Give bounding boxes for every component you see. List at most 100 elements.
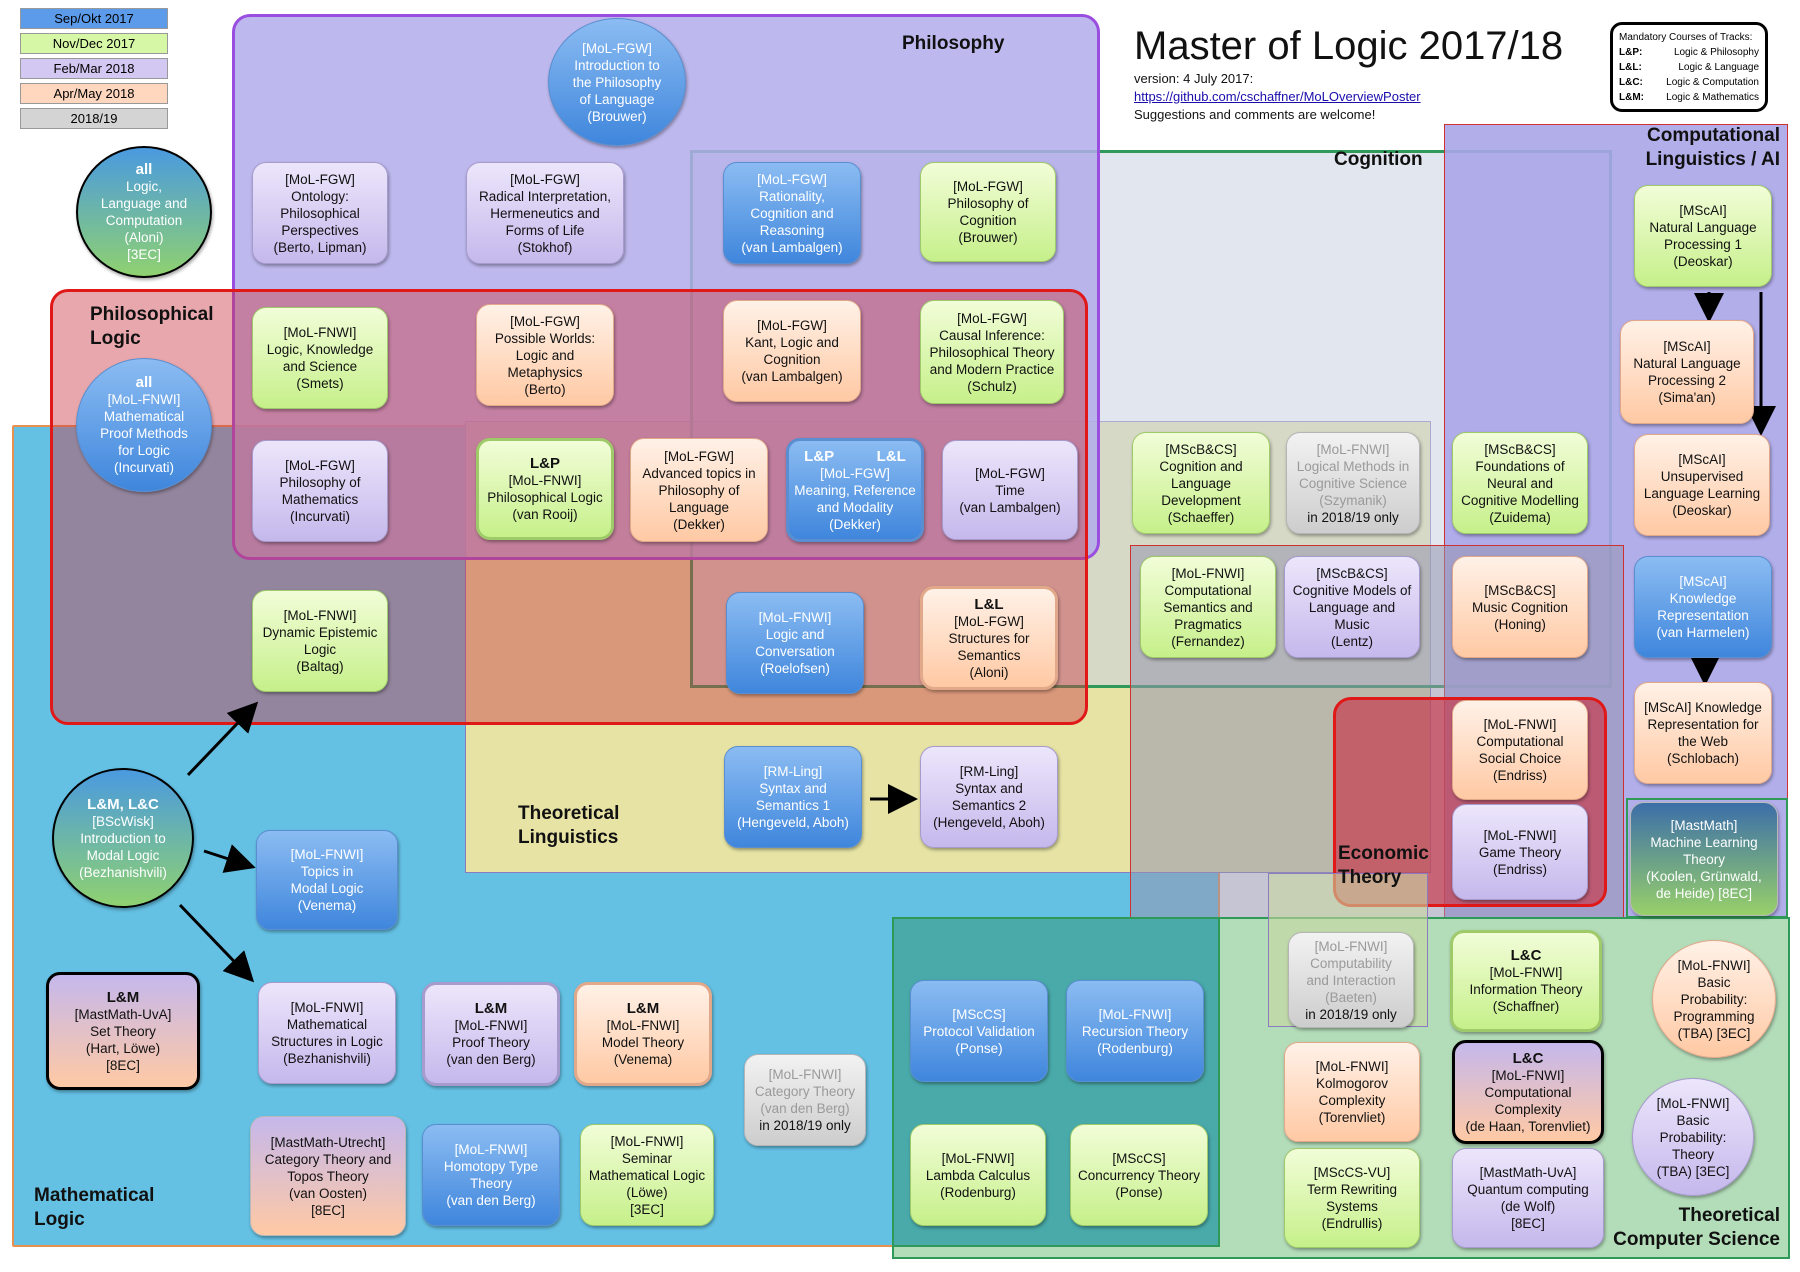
course-text-line: Music Cognition bbox=[1471, 599, 1569, 615]
course-text-line: (Ponse) bbox=[955, 1040, 1003, 1056]
course-text-line: [8EC] bbox=[1511, 1216, 1545, 1231]
course-text-line: [MScAI] Knowledge bbox=[1644, 700, 1762, 715]
course-game-theory[interactable]: [MoL-FNWI]Game Theory(Endriss) bbox=[1452, 804, 1588, 900]
course-text-line: (Endriss) bbox=[1492, 861, 1547, 877]
course-philosophical-logic[interactable]: L&P[MoL-FNWI]Philosophical Logic(van Roo… bbox=[476, 438, 614, 540]
course-text-line: (Rodenburg) bbox=[1097, 1040, 1173, 1056]
course-text-line: Term Rewriting bbox=[1306, 1182, 1398, 1197]
course-causal-inference[interactable]: [MoL-FGW]Causal Inference:Philosophical … bbox=[920, 300, 1064, 404]
course-text-line: [MoL-FNWI] bbox=[606, 1018, 680, 1033]
course-proof-theory[interactable]: L&M[MoL-FNWI]Proof Theory(van den Berg) bbox=[422, 982, 560, 1086]
course-time[interactable]: [MoL-FGW]Time(van Lambalgen) bbox=[942, 440, 1078, 540]
course-text-line: [MoL-FNWI] bbox=[107, 392, 181, 407]
course-text-line: [MoL-FNWI] bbox=[1315, 1059, 1389, 1074]
course-recursion-theory[interactable]: [MoL-FNWI]Recursion Theory(Rodenburg) bbox=[1066, 980, 1204, 1082]
course-text-line: Game Theory bbox=[1478, 844, 1562, 860]
course-category-theory[interactable]: [MoL-FNWI]Category Theory(van den Berg)i… bbox=[744, 1054, 866, 1146]
course-text-line: Philosophical bbox=[280, 205, 360, 221]
course-text-line: Metaphysics bbox=[507, 364, 583, 380]
course-text-line: and Modality bbox=[816, 499, 894, 515]
course-set-theory[interactable]: L&M[MastMath-UvA]Set Theory(Hart, Löwe)[… bbox=[46, 972, 200, 1090]
course-information-theory[interactable]: L&C[MoL-FNWI]Information Theory(Schaffne… bbox=[1450, 930, 1602, 1032]
course-lambda-calculus[interactable]: [MoL-FNWI]Lambda Calculus(Rodenburg) bbox=[910, 1124, 1046, 1226]
course-text-line: Theory bbox=[1682, 851, 1726, 867]
course-text-line: (TBA) [3EC] bbox=[1677, 1025, 1751, 1041]
track-abbr: L&P: bbox=[1619, 47, 1643, 58]
course-music-cognition[interactable]: [MScB&CS]Music Cognition(Honing) bbox=[1452, 556, 1588, 658]
course-text-line: (Dekker) bbox=[673, 516, 725, 532]
course-quantum-computing[interactable]: [MastMath-UvA]Quantum computing(de Wolf)… bbox=[1452, 1148, 1604, 1248]
course-protocol-validation[interactable]: [MScCS]Protocol Validation(Ponse) bbox=[910, 980, 1048, 1082]
course-text-line: Modal Logic bbox=[86, 847, 160, 863]
track-row: L&C:Logic & Computation bbox=[1619, 75, 1759, 90]
course-text-line: Philosophical Logic bbox=[487, 490, 603, 505]
course-text-line: Computational bbox=[1476, 734, 1564, 749]
course-text-line: [MoL-FNWI] bbox=[1491, 1067, 1565, 1083]
course-text-line: [MastMath-Utrecht] bbox=[270, 1134, 386, 1150]
course-model-theory[interactable]: L&M[MoL-FNWI]Model Theory(Venema) bbox=[574, 982, 712, 1086]
track-row: L&M:Logic & Mathematics bbox=[1619, 90, 1759, 105]
course-text-line: (Brouwer) bbox=[587, 108, 647, 124]
course-radical-interpretation[interactable]: [MoL-FGW]Radical Interpretation,Hermeneu… bbox=[466, 162, 624, 264]
legend-item: Apr/May 2018 bbox=[20, 83, 168, 104]
course-text-line: [MoL-FNWI] bbox=[283, 325, 357, 340]
course-text-line: Meaning, Reference bbox=[794, 482, 916, 498]
course-text-line: [MoL-FGW] bbox=[975, 465, 1045, 481]
course-text-line: (Incurvati) bbox=[113, 460, 174, 475]
label-theoretical-cs: Theoretical Computer Science bbox=[1613, 1205, 1780, 1250]
course-concurrency-theory[interactable]: [MScCS]Concurrency Theory(Ponse) bbox=[1070, 1124, 1208, 1226]
course-text-line: Language and bbox=[1308, 599, 1396, 615]
github-link[interactable]: https://github.com/cschaffner/MoLOvervie… bbox=[1134, 89, 1421, 104]
course-text-line: Lambda Calculus bbox=[925, 1167, 1031, 1183]
course-text-line: (Dekker) bbox=[829, 516, 881, 532]
course-text-line: Introduction to bbox=[80, 830, 166, 846]
course-text-line: Syntax and bbox=[955, 781, 1023, 796]
course-text-line: [RM-Ling] bbox=[959, 764, 1019, 779]
course-text-line: [RM-Ling] bbox=[763, 764, 823, 779]
course-text-line: [MoL-FNWI] bbox=[1483, 717, 1557, 732]
course-text-line: Cognition and bbox=[1159, 458, 1243, 474]
